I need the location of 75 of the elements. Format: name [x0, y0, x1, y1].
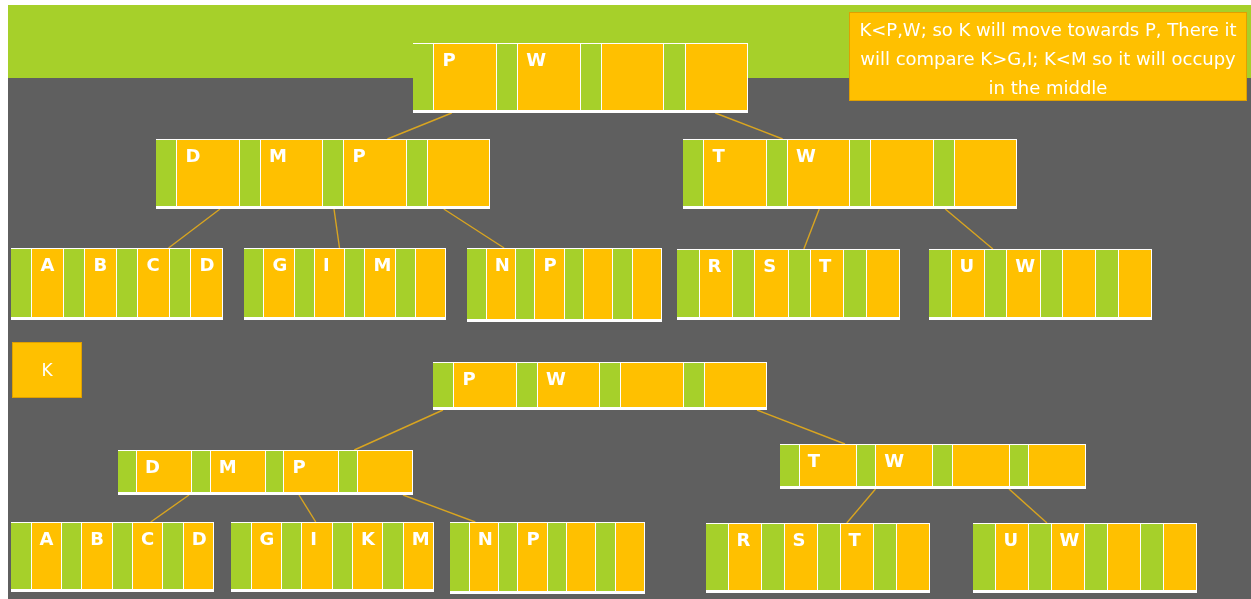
key-label: C — [146, 255, 160, 275]
key-label: P — [543, 255, 557, 275]
key-label: U — [1003, 530, 1019, 550]
key-label: T — [712, 146, 725, 166]
key-label: P — [442, 50, 456, 70]
key-label: T — [848, 530, 861, 550]
key-label: W — [1059, 530, 1080, 550]
key-label: D — [185, 146, 201, 166]
btree-node — [467, 248, 662, 322]
connector-line — [167, 208, 221, 249]
connector-line — [803, 208, 820, 250]
connector-line — [756, 409, 846, 445]
note-box: K<P,W; so K will move towards P, There it will compare K>G,I; K<M so it will occupy in the middle — [849, 12, 1247, 101]
key-label: W — [526, 50, 547, 70]
btree-node — [780, 444, 1086, 489]
connector-line — [402, 494, 476, 523]
key-label: W — [795, 146, 816, 166]
connector-line — [386, 112, 453, 140]
key-label: M — [218, 457, 237, 477]
key-label: G — [259, 529, 275, 549]
key-label: A — [40, 255, 55, 275]
key-label: M — [411, 529, 430, 549]
connector-line — [150, 494, 190, 523]
key-box: K — [12, 342, 82, 398]
key-label: P — [462, 369, 476, 389]
key-label: U — [959, 256, 975, 276]
connector-line — [333, 208, 341, 249]
btree-node — [677, 249, 900, 320]
key-label: A — [39, 529, 54, 549]
btree-node — [929, 249, 1152, 320]
key-label: B — [93, 255, 108, 275]
key-label: W — [884, 451, 904, 471]
key-label: M — [373, 255, 392, 275]
key-label: D — [144, 457, 160, 477]
key-label: K — [361, 529, 375, 549]
key-label: G — [272, 255, 288, 275]
connector-line — [353, 409, 444, 451]
connector-line — [714, 112, 784, 140]
key-label: M — [268, 146, 287, 166]
key-label: R — [736, 530, 751, 550]
key-label: C — [141, 529, 155, 549]
key-label: P — [352, 146, 366, 166]
btree-node — [433, 362, 767, 410]
btree-node — [413, 43, 748, 113]
key-label: I — [310, 529, 317, 549]
key-label: W — [1015, 256, 1036, 276]
key-label: R — [707, 256, 722, 276]
btree-node — [683, 139, 1017, 209]
key-label: T — [819, 256, 832, 276]
key-label: P — [526, 529, 540, 549]
key-label: B — [90, 529, 104, 549]
key-label: I — [322, 255, 330, 275]
key-label: D — [199, 255, 215, 275]
connector-line — [846, 488, 877, 524]
connector-line — [1008, 488, 1048, 524]
key-label: N — [494, 255, 510, 275]
key-label: W — [545, 369, 566, 389]
btree-node — [231, 522, 434, 592]
connector-line — [298, 494, 317, 523]
key-label: P — [292, 457, 306, 477]
btree-node — [450, 522, 645, 594]
key-label: N — [477, 529, 493, 549]
btree-node — [973, 523, 1197, 593]
btree-node — [244, 248, 446, 320]
key-label: D — [191, 529, 207, 549]
key-label: S — [763, 256, 777, 276]
btree-node — [118, 450, 413, 495]
btree-node — [156, 139, 490, 209]
connector-line — [443, 208, 505, 249]
btree-node — [706, 523, 930, 593]
key-label: T — [807, 451, 820, 471]
btree-node — [11, 248, 223, 320]
connector-line — [944, 208, 994, 250]
btree-node — [11, 522, 214, 592]
key-label: S — [792, 530, 806, 550]
